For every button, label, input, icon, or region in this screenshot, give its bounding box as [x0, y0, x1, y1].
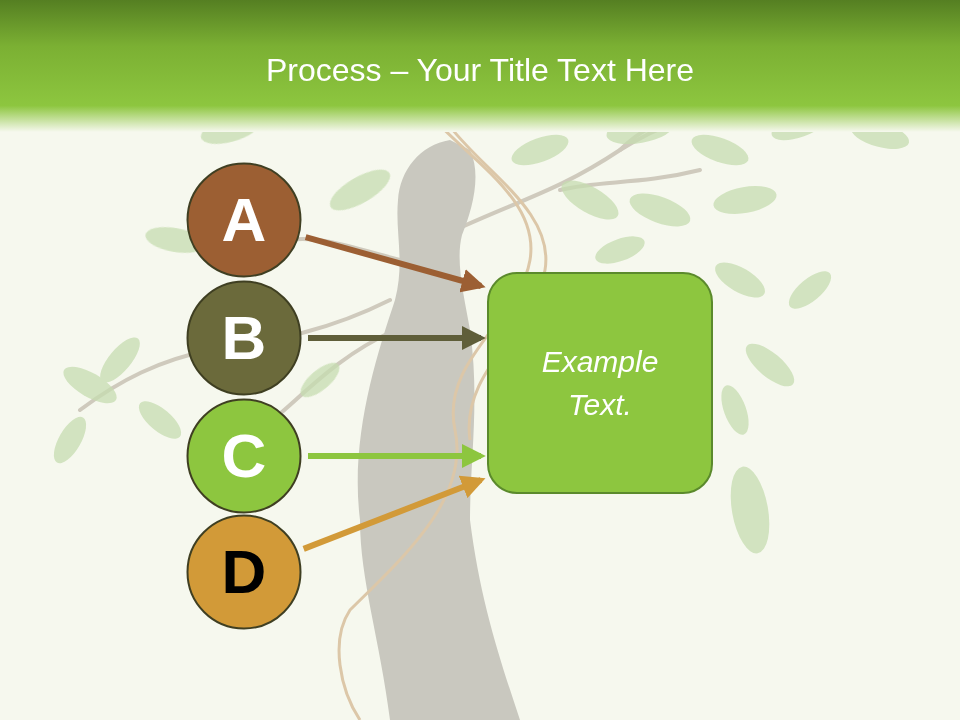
tree-leaves — [47, 103, 912, 556]
circle-fill — [188, 164, 301, 277]
circle-fill — [188, 282, 301, 395]
circle-fill — [188, 516, 301, 629]
step-circle: C — [186, 398, 302, 514]
circle-fill — [188, 400, 301, 513]
process-box: Example Text. — [487, 272, 713, 494]
step-letter: A — [222, 189, 267, 251]
header-band — [0, 0, 960, 132]
connector-arrow — [306, 237, 481, 286]
step-circle: B — [186, 280, 302, 396]
step-circle: A — [186, 162, 302, 278]
step-letter: B — [222, 307, 267, 369]
box-text: Example Text. — [525, 340, 675, 427]
connector-arrow — [308, 453, 481, 459]
slide-title: Process – Your Title Text Here — [0, 52, 960, 89]
step-letter: C — [222, 425, 267, 487]
connector-arrow — [304, 480, 481, 549]
connector-arrow — [308, 335, 481, 341]
step-circle: D — [186, 514, 302, 630]
step-letter: D — [222, 541, 267, 603]
